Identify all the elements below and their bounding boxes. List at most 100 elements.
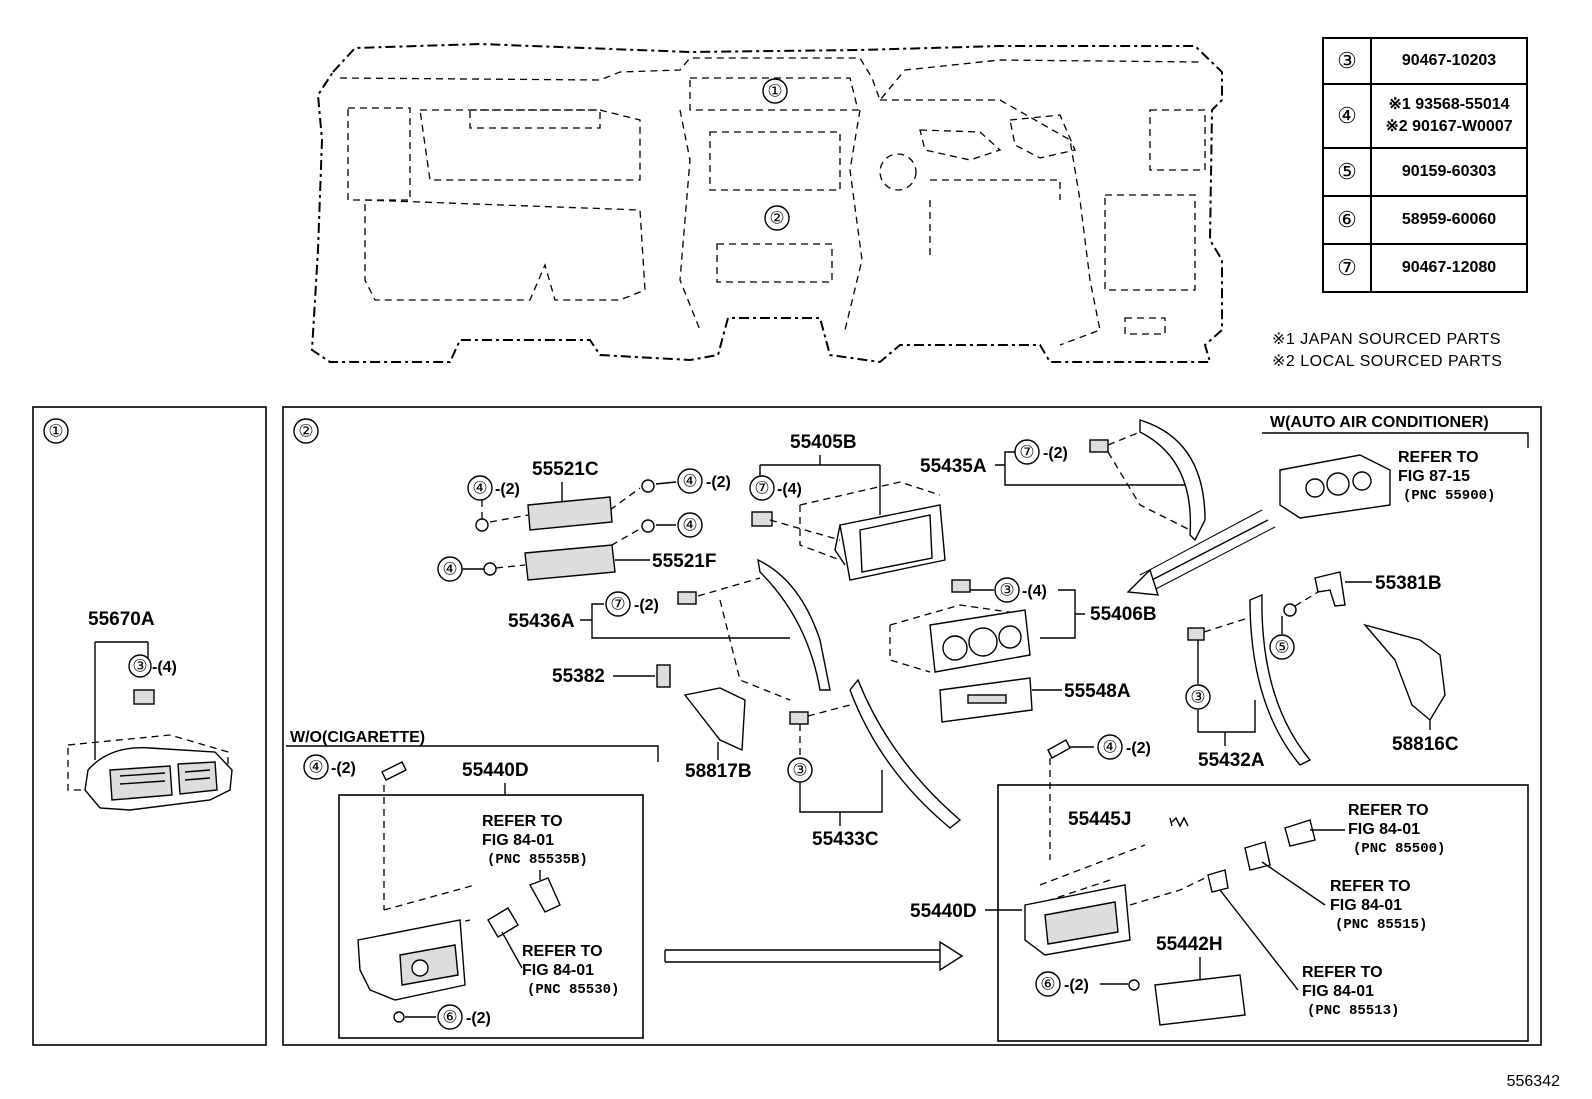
part-55405B: 55405B: [790, 432, 857, 453]
svg-text:⑤: ⑤: [1274, 638, 1289, 657]
legend-value-line: ※2 90167-W0007: [1385, 118, 1513, 135]
part-55445J: 55445J: [1068, 809, 1131, 830]
ref-pnc: (PNC 55900): [1403, 488, 1495, 504]
svg-text:⑥: ⑥: [1040, 975, 1055, 994]
svg-text:④: ④: [1102, 738, 1117, 757]
part-58816C: 58816C: [1392, 734, 1459, 755]
bracket-55381B: [1314, 571, 1346, 607]
screw-part: [1047, 739, 1071, 759]
legend-row: ⑦ 90467-12080: [1322, 243, 1528, 293]
ref-pnc: (PNC 85500): [1353, 841, 1445, 857]
section-1-frame: [32, 406, 267, 1046]
auto-ac-control-part: [1279, 454, 1391, 519]
qty-55436A-clip: -(2): [634, 597, 659, 614]
legend-value: 58959-60060: [1370, 195, 1528, 245]
bracket-58816C: [1362, 623, 1446, 722]
svg-text:④: ④: [682, 516, 697, 535]
qty-55670A-clip: -(4): [152, 659, 177, 676]
section-1-callout: ①: [43, 418, 69, 444]
part-55406B: 55406B: [1090, 604, 1157, 625]
socket-part: [1207, 869, 1229, 893]
svg-text:③: ③: [1190, 688, 1205, 707]
condition-auto-ac: W(AUTO AIR CONDITIONER): [1270, 414, 1489, 431]
clip-part: [789, 711, 809, 725]
svg-text:⑦: ⑦: [1019, 443, 1034, 462]
screw-part: [483, 562, 497, 576]
legend-row: ④ ※1 93568-55014 ※2 90167-W0007: [1322, 83, 1528, 149]
clip-55382: [656, 664, 671, 688]
part-55382: 55382: [552, 666, 605, 687]
callout-6-b: ⑥: [1035, 971, 1061, 997]
part-55440D-b: 55440D: [910, 901, 977, 922]
ref-fig[interactable]: FIG 84-01: [1348, 821, 1420, 838]
legend-row: ⑥ 58959-60060: [1322, 195, 1528, 245]
trim-panel-55435A: [1139, 419, 1206, 542]
ref-label: REFER TO: [1348, 802, 1429, 819]
ref-fig[interactable]: FIG 84-01: [1330, 897, 1402, 914]
part-55670A: 55670A: [88, 609, 155, 630]
center-vent-part: [67, 734, 233, 811]
console-panel-b: [1024, 844, 1146, 956]
part-55432A: 55432A: [1198, 750, 1265, 771]
svg-text:③: ③: [132, 657, 147, 676]
callout-4-b: ④: [677, 468, 703, 494]
legend-key: ③: [1322, 37, 1372, 85]
callout-3-s1: ③: [128, 654, 152, 678]
parts-legend-table: ③ 90467-10203 ④ ※1 93568-55014 ※2 90167-…: [1322, 37, 1528, 293]
ref-fig[interactable]: FIG 84-01: [522, 962, 594, 979]
svg-text:②: ②: [298, 422, 313, 441]
clip-part: [751, 511, 773, 527]
legend-row: ⑤ 90159-60303: [1322, 147, 1528, 197]
legend-row: ③ 90467-10203: [1322, 37, 1528, 85]
qty-55405B-clip: -(4): [777, 481, 802, 498]
callout-6-a: ⑥: [437, 1004, 463, 1030]
condition-no-cigarette: W/O(CIGARETTE): [290, 729, 425, 746]
svg-text:⑥: ⑥: [442, 1008, 457, 1027]
svg-text:③: ③: [999, 581, 1014, 600]
svg-text:④: ④: [472, 479, 487, 498]
callout-3-a: ③: [994, 577, 1020, 603]
legend-value: ※1 93568-55014 ※2 90167-W0007: [1370, 83, 1528, 149]
svg-text:①: ①: [767, 82, 782, 101]
part-58817B: 58817B: [685, 761, 752, 782]
ref-fig[interactable]: FIG 84-01: [1302, 983, 1374, 1000]
switch-55521F: [524, 544, 616, 581]
screw-part: [381, 761, 407, 781]
callout-3-b: ③: [787, 757, 813, 783]
ref-fig[interactable]: FIG 87-15: [1398, 468, 1470, 485]
overview-callout-1: ①: [762, 78, 788, 104]
transition-arrow: [664, 940, 964, 972]
screw-part: [1128, 979, 1140, 991]
note-local-sourced: ※2 LOCAL SOURCED PARTS: [1272, 353, 1503, 370]
part-55433C: 55433C: [812, 829, 879, 850]
ref-label: REFER TO: [1302, 964, 1383, 981]
socket-part: [487, 907, 519, 938]
callout-4-f: ④: [1097, 734, 1123, 760]
ref-pnc: (PNC 85515): [1335, 917, 1427, 933]
svg-text:④: ④: [682, 472, 697, 491]
part-55436A: 55436A: [508, 611, 575, 632]
diagram-id: 556342: [1506, 1073, 1560, 1090]
switch-55521C: [527, 496, 613, 531]
screw-part: [393, 1011, 405, 1023]
callout-7-c: ⑦: [605, 591, 631, 617]
callout-7-b: ⑦: [1014, 439, 1040, 465]
section-2-frame: [282, 406, 1542, 1046]
ref-label: REFER TO: [1330, 878, 1411, 895]
console-panel-a: [357, 884, 476, 1001]
callout-4-d: ④: [437, 556, 463, 582]
ref-fig[interactable]: FIG 84-01: [482, 832, 554, 849]
callout-4-c: ④: [677, 512, 703, 538]
part-55381B: 55381B: [1375, 573, 1442, 594]
clip-part: [951, 579, 971, 593]
svg-text:④: ④: [442, 560, 457, 579]
qty-55406B-clip: -(4): [1022, 583, 1047, 600]
svg-text:⑦: ⑦: [754, 479, 769, 498]
lighter-part: [1284, 819, 1316, 847]
clip-part: [1187, 627, 1205, 641]
legend-key: ④: [1322, 83, 1372, 149]
svg-text:④: ④: [308, 758, 323, 777]
section-2-callout: ②: [293, 418, 319, 444]
callout-4-a: ④: [467, 475, 493, 501]
